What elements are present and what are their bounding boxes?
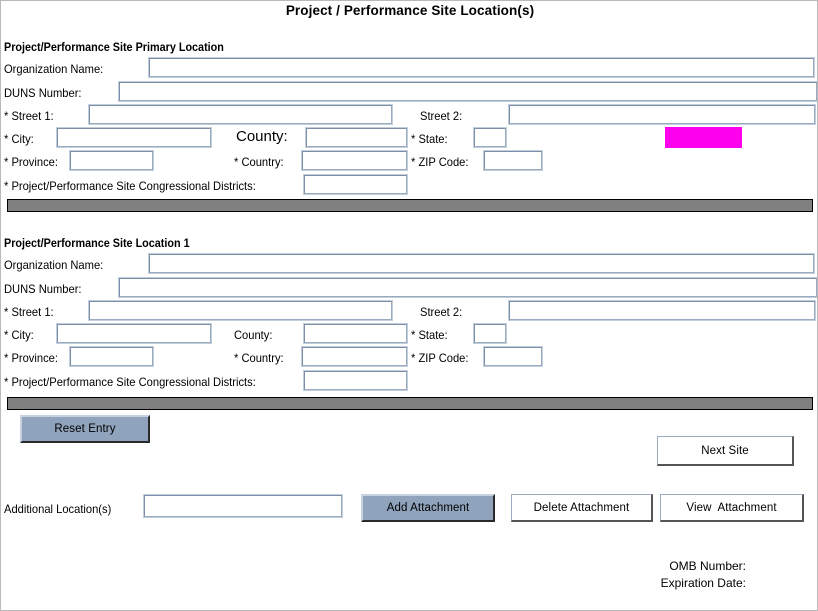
- omb-number-label: OMB Number:: [669, 559, 746, 573]
- input-zip-primary[interactable]: [484, 151, 542, 170]
- label-city-loc1: * City:: [4, 328, 34, 342]
- label-county-primary: County:: [236, 128, 288, 145]
- expiration-date-label: Expiration Date:: [660, 576, 746, 590]
- input-street1-loc1[interactable]: [89, 301, 392, 320]
- input-city-primary[interactable]: [57, 128, 211, 147]
- label-organization-name-primary: Organization Name:: [4, 62, 104, 76]
- input-province-primary[interactable]: [70, 151, 153, 170]
- input-state-loc1[interactable]: [474, 324, 506, 343]
- label-zip-primary: * ZIP Code:: [411, 155, 469, 169]
- input-organization-name-primary[interactable]: [149, 58, 814, 77]
- section-heading-primary-location: Project/Performance Site Primary Locatio…: [4, 42, 224, 54]
- label-province-primary: * Province:: [4, 155, 58, 169]
- input-congressional-districts-loc1[interactable]: [304, 371, 407, 390]
- label-duns-number-loc1: DUNS Number:: [4, 282, 82, 296]
- state-lookup-highlight-block: [665, 127, 742, 148]
- input-country-primary[interactable]: [302, 151, 407, 170]
- next-site-button[interactable]: Next Site: [657, 436, 794, 466]
- label-street2-primary: Street 2:: [420, 109, 463, 123]
- page-title: Project / Performance Site Location(s): [285, 3, 535, 18]
- input-zip-loc1[interactable]: [484, 347, 542, 366]
- add-attachment-button[interactable]: Add Attachment: [361, 494, 495, 522]
- label-country-primary: * Country:: [234, 155, 284, 169]
- input-additional-locations[interactable]: [144, 495, 342, 517]
- label-street1-primary: * Street 1:: [4, 109, 54, 123]
- section-separator-1: [7, 199, 813, 212]
- input-organization-name-loc1[interactable]: [149, 254, 814, 273]
- section-heading-location-1: Project/Performance Site Location 1: [4, 238, 190, 250]
- input-county-primary[interactable]: [306, 128, 407, 147]
- input-street1-primary[interactable]: [89, 105, 392, 124]
- label-province-loc1: * Province:: [4, 351, 58, 365]
- label-state-loc1: * State:: [411, 328, 448, 342]
- label-zip-loc1: * ZIP Code:: [411, 351, 469, 365]
- label-street1-loc1: * Street 1:: [4, 305, 54, 319]
- delete-attachment-button[interactable]: Delete Attachment: [511, 494, 653, 522]
- label-state-primary: * State:: [411, 132, 448, 146]
- section-separator-2: [7, 397, 813, 410]
- label-organization-name-loc1: Organization Name:: [4, 258, 104, 272]
- input-state-primary[interactable]: [474, 128, 506, 147]
- input-duns-number-primary[interactable]: [119, 82, 817, 101]
- input-congressional-districts-primary[interactable]: [304, 175, 407, 194]
- label-additional-locations: Additional Location(s): [4, 502, 112, 516]
- label-congressional-districts-primary: * Project/Performance Site Congressional…: [4, 179, 256, 193]
- input-city-loc1[interactable]: [57, 324, 211, 343]
- label-county-loc1: County:: [234, 328, 273, 342]
- label-street2-loc1: Street 2:: [420, 305, 463, 319]
- input-street2-primary[interactable]: [509, 105, 815, 124]
- input-duns-number-loc1[interactable]: [119, 278, 817, 297]
- input-street2-loc1[interactable]: [509, 301, 815, 320]
- input-county-loc1[interactable]: [304, 324, 407, 343]
- label-congressional-districts-loc1: * Project/Performance Site Congressional…: [4, 375, 256, 389]
- input-province-loc1[interactable]: [70, 347, 153, 366]
- label-country-loc1: * Country:: [234, 351, 284, 365]
- reset-entry-button[interactable]: Reset Entry: [20, 415, 150, 443]
- label-city-primary: * City:: [4, 132, 34, 146]
- view-attachment-button[interactable]: View Attachment: [660, 494, 804, 522]
- label-duns-number-primary: DUNS Number:: [4, 86, 82, 100]
- input-country-loc1[interactable]: [302, 347, 407, 366]
